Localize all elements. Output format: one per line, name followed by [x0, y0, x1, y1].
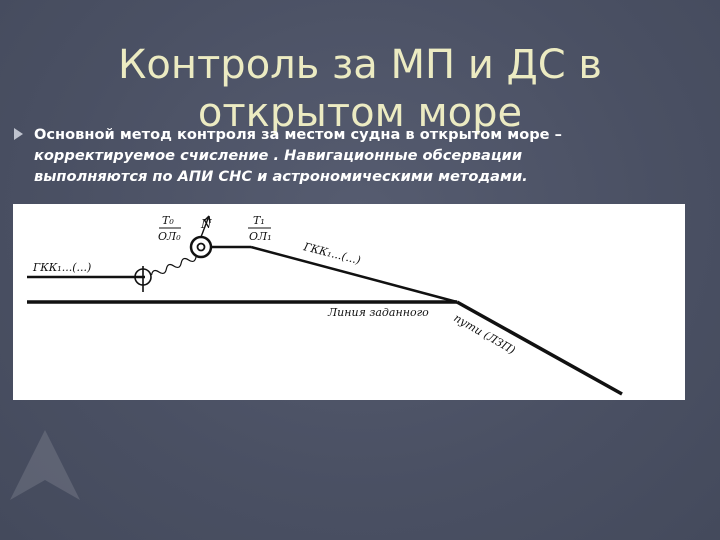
decorative-compass-icon — [10, 430, 80, 500]
label-north: N — [200, 217, 212, 231]
corrected-track-sloped — [250, 245, 458, 304]
label-gkk-left: ГКК₁...(...) — [32, 261, 91, 274]
route-line-segment-2 — [456, 300, 623, 396]
paragraph-line-1: Основной метод контроля за местом судна … — [34, 126, 562, 143]
bullet-arrow-icon — [14, 128, 23, 140]
label-ol0: ОЛ₀ — [158, 230, 181, 243]
observed-fix-circle — [189, 235, 213, 259]
paragraph-line-3: выполняются по АПИ СНС и астрономическим… — [34, 168, 528, 185]
slide-title: Контроль за МП и ДС в открытом море — [0, 41, 720, 137]
label-t1: T₁ — [253, 214, 265, 227]
paragraph-line-2: корректируемое счисление . Навигационные… — [34, 147, 523, 164]
north-arrow-line — [200, 215, 210, 238]
slide-paragraph: Основной метод контроля за местом судна … — [34, 124, 694, 187]
observed-fix-dot — [196, 242, 206, 252]
title-line-2: открытом море — [197, 89, 523, 136]
navigation-diagram: ГКК₁...(...) ГКК₁...(...) T₀ ОЛ₀ T₁ ОЛ₁ … — [13, 204, 685, 400]
label-route-1: Линия заданного — [327, 306, 429, 319]
position-discrepancy-squiggle — [150, 256, 197, 276]
north-arrow-icon — [203, 215, 211, 224]
title-line-1: Контроль за МП и ДС в — [117, 41, 603, 88]
label-ol1: ОЛ₁ — [249, 230, 272, 243]
label-t0: T₀ — [162, 214, 174, 227]
diagram-svg: ГКК₁...(...) ГКК₁...(...) T₀ ОЛ₀ T₁ ОЛ₁ … — [27, 214, 623, 396]
